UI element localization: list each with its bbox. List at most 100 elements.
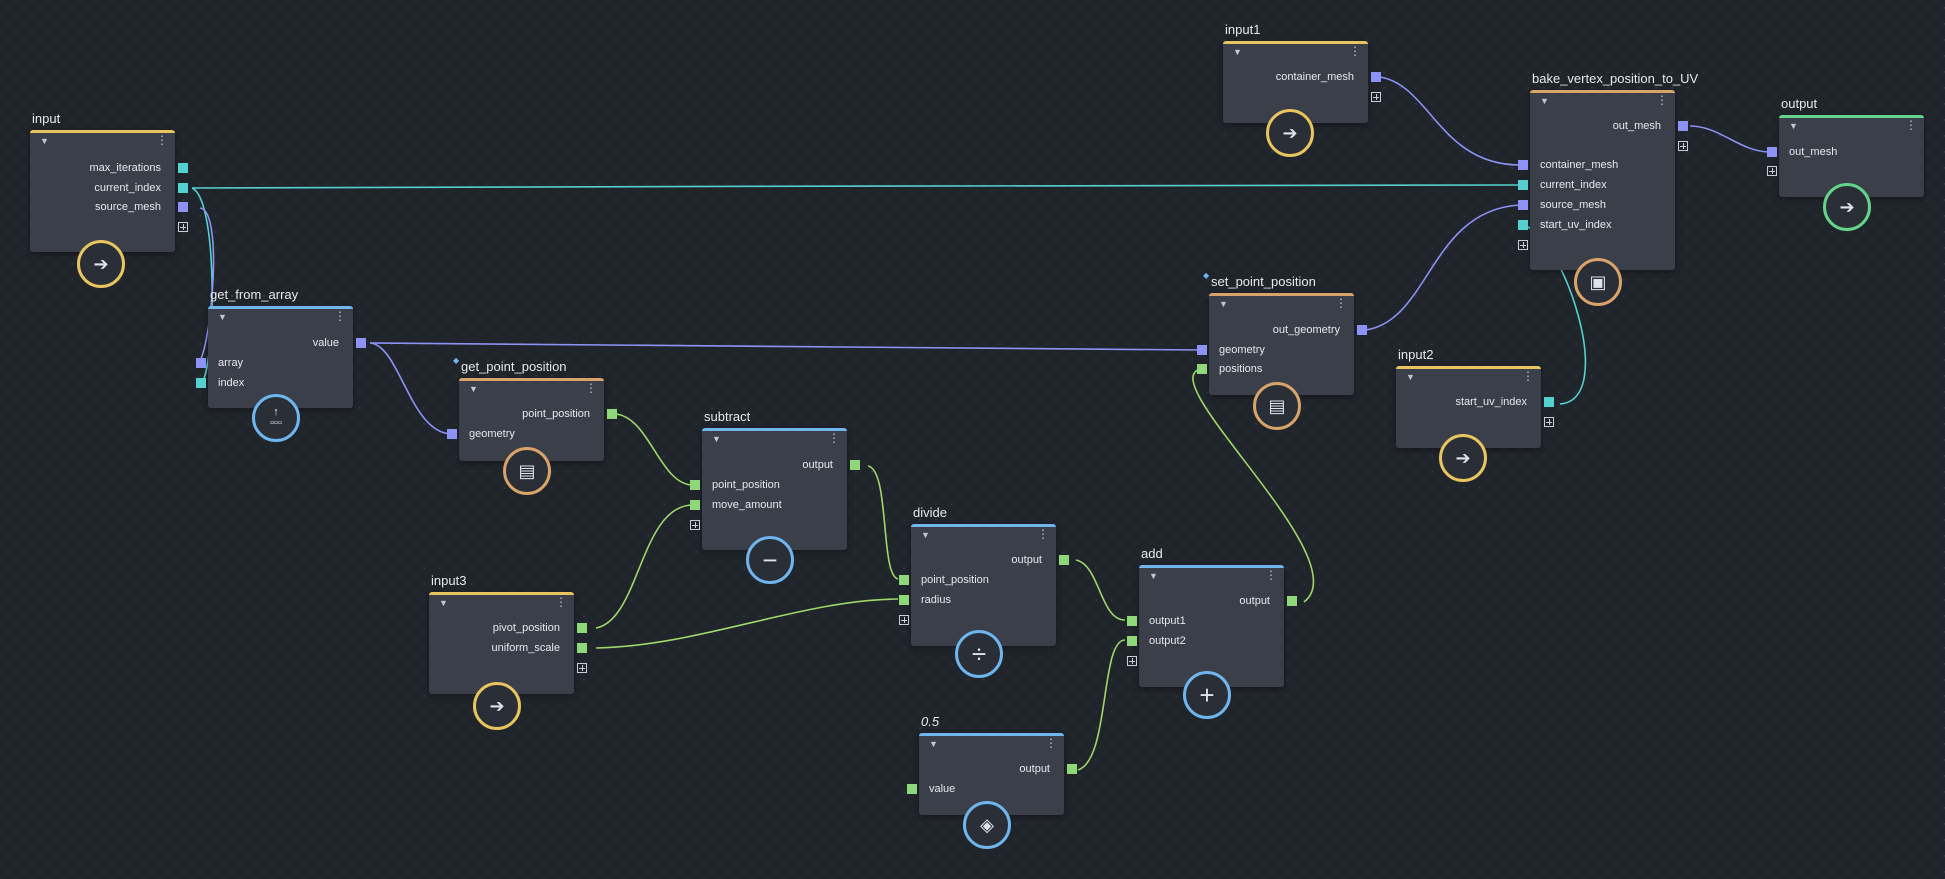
port-output[interactable]: [1059, 555, 1069, 565]
port-start-uv-index[interactable]: [1544, 397, 1554, 407]
node-title: subtract: [704, 409, 751, 424]
arrow-right-icon: ➔: [77, 240, 125, 288]
node-menu-icon[interactable]: ⋮: [1522, 369, 1534, 383]
node-menu-icon[interactable]: ⋮: [334, 309, 346, 323]
node-divide[interactable]: divide ▼ ⋮ output point_position radius …: [899, 505, 1069, 678]
node-menu-icon[interactable]: ⋮: [585, 381, 597, 395]
node-get-from-array[interactable]: get_from_array ▼ ⋮ value array index ↑▫▫…: [196, 287, 366, 442]
node-title: set_point_position: [1211, 274, 1316, 289]
add-port-icon[interactable]: [1518, 240, 1528, 250]
port-label: point_position: [712, 479, 780, 491]
node-menu-icon[interactable]: ⋮: [1905, 118, 1917, 132]
add-port-icon[interactable]: [899, 615, 909, 625]
port-start-uv-index[interactable]: [1518, 220, 1528, 230]
collapse-arrow-icon[interactable]: ▼: [1219, 299, 1228, 309]
port-geometry[interactable]: [447, 429, 457, 439]
port-value[interactable]: [907, 784, 917, 794]
add-port-icon[interactable]: [1544, 417, 1554, 427]
add-port-icon[interactable]: [577, 663, 587, 673]
port-output1[interactable]: [1127, 616, 1137, 626]
port-radius[interactable]: [899, 595, 909, 605]
port-output[interactable]: [1067, 764, 1077, 774]
collapse-arrow-icon[interactable]: ▼: [1406, 372, 1415, 382]
node-menu-icon[interactable]: ⋮: [555, 595, 567, 609]
node-input[interactable]: input ▼ ⋮ max_iterations current_index s…: [30, 111, 188, 288]
port-positions[interactable]: [1197, 364, 1207, 374]
node-input2[interactable]: input2 ▼ ⋮ start_uv_index ➔: [1396, 347, 1554, 482]
collapse-arrow-icon[interactable]: ▼: [1233, 47, 1242, 57]
collapse-arrow-icon[interactable]: ▼: [712, 434, 721, 444]
node-menu-icon[interactable]: ⋮: [156, 133, 168, 147]
port-max-iterations[interactable]: [178, 163, 188, 173]
port-label: radius: [921, 594, 951, 606]
node-set-point-position[interactable]: ◆ set_point_position ▼ ⋮ out_geometry ge…: [1197, 271, 1367, 430]
port-source-mesh[interactable]: [1518, 200, 1528, 210]
port-index[interactable]: [196, 378, 206, 388]
port-label: move_amount: [712, 499, 782, 511]
collapse-arrow-icon[interactable]: ▼: [929, 739, 938, 749]
collapse-arrow-icon[interactable]: ▼: [1789, 121, 1798, 131]
add-port-icon[interactable]: [1767, 166, 1777, 176]
port-value[interactable]: [356, 338, 366, 348]
port-container-mesh[interactable]: [1518, 160, 1528, 170]
port-label: max_iterations: [89, 162, 161, 174]
node-menu-icon[interactable]: ⋮: [1265, 568, 1277, 582]
node-bake-vertex-position-to-uv[interactable]: bake_vertex_position_to_UV ▼ ⋮ out_mesh …: [1518, 71, 1698, 306]
node-title: output: [1781, 96, 1818, 111]
bake-icon: ▣: [1574, 258, 1622, 306]
node-title: get_from_array: [210, 287, 299, 302]
port-container-mesh[interactable]: [1371, 72, 1381, 82]
node-constant[interactable]: 0.5 ▼ ⋮ output value ◈: [907, 714, 1077, 849]
port-label: output: [1019, 763, 1050, 775]
port-current-index[interactable]: [1518, 180, 1528, 190]
port-label: out_mesh: [1612, 120, 1661, 132]
port-current-index[interactable]: [178, 183, 188, 193]
port-output[interactable]: [1287, 596, 1297, 606]
add-port-icon[interactable]: [1678, 141, 1688, 151]
node-menu-icon[interactable]: ⋮: [1037, 527, 1049, 541]
port-pivot-position[interactable]: [577, 623, 587, 633]
arrow-right-icon: ➔: [1439, 434, 1487, 482]
node-subtract[interactable]: subtract ▼ ⋮ output point_position move_…: [690, 409, 860, 584]
node-get-point-position[interactable]: ◆ get_point_position ▼ ⋮ point_position …: [447, 356, 617, 495]
port-source-mesh[interactable]: [178, 202, 188, 212]
node-input1[interactable]: input1 ▼ ⋮ container_mesh ➔: [1223, 22, 1381, 157]
port-label: start_uv_index: [1540, 219, 1612, 231]
port-out-geometry[interactable]: [1357, 325, 1367, 335]
port-label: geometry: [469, 428, 515, 440]
port-output2[interactable]: [1127, 636, 1137, 646]
port-output[interactable]: [850, 460, 860, 470]
add-port-icon[interactable]: [178, 222, 188, 232]
collapse-arrow-icon[interactable]: ▼: [40, 136, 49, 146]
collapse-arrow-icon[interactable]: ▼: [469, 384, 478, 394]
node-menu-icon[interactable]: ⋮: [1045, 736, 1057, 750]
node-menu-icon[interactable]: ⋮: [1656, 93, 1668, 107]
collapse-arrow-icon[interactable]: ▼: [439, 598, 448, 608]
port-geometry[interactable]: [1197, 345, 1207, 355]
node-menu-icon[interactable]: ⋮: [828, 431, 840, 445]
wire-const-add: [1077, 639, 1126, 771]
minus-icon: −: [746, 536, 794, 584]
port-array[interactable]: [196, 358, 206, 368]
add-port-icon[interactable]: [690, 520, 700, 530]
port-uniform-scale[interactable]: [577, 643, 587, 653]
add-port-icon[interactable]: [1127, 656, 1137, 666]
add-port-icon[interactable]: [1371, 92, 1381, 102]
port-label: output: [1011, 554, 1042, 566]
port-out-mesh[interactable]: [1767, 147, 1777, 157]
port-point-position[interactable]: [899, 575, 909, 585]
port-point-position[interactable]: [607, 409, 617, 419]
collapse-arrow-icon[interactable]: ▼: [1149, 571, 1158, 581]
collapse-arrow-icon[interactable]: ▼: [921, 530, 930, 540]
node-output[interactable]: output ▼ ⋮ out_mesh ➔: [1767, 96, 1924, 231]
collapse-arrow-icon[interactable]: ▼: [1540, 96, 1549, 106]
node-menu-icon[interactable]: ⋮: [1335, 296, 1347, 310]
node-input3[interactable]: input3 ▼ ⋮ pivot_position uniform_scale …: [429, 573, 587, 730]
port-point-position[interactable]: [690, 480, 700, 490]
collapse-arrow-icon[interactable]: ▼: [218, 312, 227, 322]
node-add[interactable]: add ▼ ⋮ output output1 output2 +: [1127, 546, 1297, 719]
port-move-amount[interactable]: [690, 500, 700, 510]
port-out-mesh[interactable]: [1678, 121, 1688, 131]
node-menu-icon[interactable]: ⋮: [1349, 44, 1361, 58]
